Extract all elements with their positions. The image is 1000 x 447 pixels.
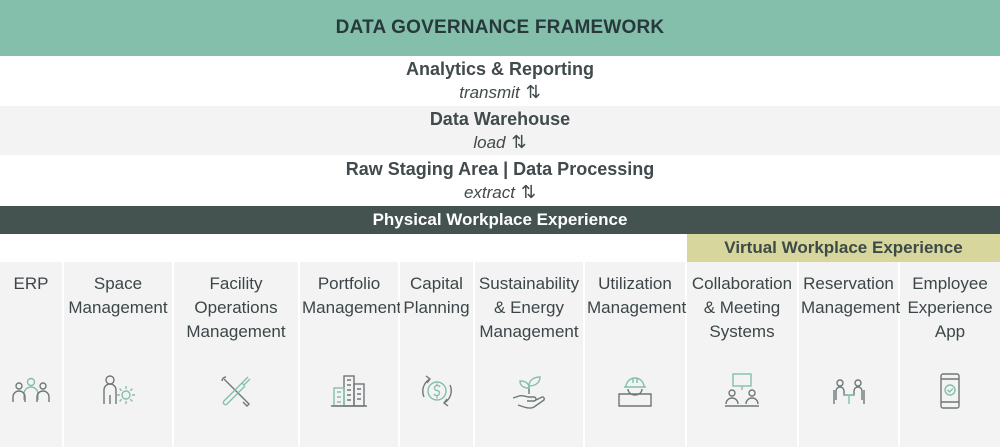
system-label: Utilization Management	[587, 274, 687, 317]
layer-verb: extract ⇅	[464, 181, 536, 204]
up-down-arrows-icon: ⇅	[511, 131, 527, 152]
system-label: Capital Planning	[403, 274, 470, 317]
system-collaboration-meeting: Collaboration & Meeting Systems	[687, 262, 799, 447]
desk-booking-icon	[828, 370, 870, 412]
system-sustainability-energy: Sustainability & Energy Management	[475, 262, 585, 447]
layer-title: Data Warehouse	[429, 108, 571, 129]
layer-title: Raw Staging Area | Data Processing	[345, 159, 655, 179]
virtual-workplace-band: Virtual Workplace Experience	[687, 234, 1000, 262]
wrench-screwdriver-icon	[215, 370, 257, 412]
system-capital-planning: Capital Planning	[400, 262, 475, 447]
physical-workplace-label: Physical Workplace Experience	[372, 210, 628, 229]
up-down-arrows-icon: ⇅	[525, 82, 541, 102]
layer-verb-text: load	[473, 132, 506, 152]
system-label: Employee Experience App	[907, 274, 993, 341]
layer-raw-staging: Raw Staging Area | Data Processing extra…	[0, 156, 1000, 206]
system-reservation-management: Reservation Management	[799, 262, 900, 447]
system-employee-experience-app: Employee Experience App	[900, 262, 1000, 447]
system-portfolio-management: Portfolio Management	[300, 262, 402, 447]
layer-verb: transmit ⇅	[459, 81, 541, 104]
system-erp: ERP	[0, 262, 64, 447]
people-network-icon	[10, 370, 52, 412]
system-label: Facility Operations Management	[186, 274, 286, 341]
system-label: Sustainability & Energy Management	[478, 274, 580, 341]
layer-verb-text: transmit	[459, 83, 520, 102]
system-utilization-management: Utilization Management	[585, 262, 687, 447]
physical-workplace-band: Physical Workplace Experience	[0, 206, 1000, 234]
system-label: Portfolio Management	[302, 274, 402, 317]
system-label: Space Management	[68, 274, 168, 317]
person-gear-icon	[97, 370, 139, 412]
meeting-icon	[721, 370, 763, 412]
system-label: Collaboration & Meeting Systems	[691, 274, 793, 341]
hardhat-desk-icon	[614, 370, 656, 412]
buildings-icon	[328, 370, 370, 412]
framework-title: DATA GOVERNANCE FRAMEWORK	[335, 17, 665, 38]
virtual-workplace-label: Virtual Workplace Experience	[724, 238, 963, 257]
system-label: Reservation Management	[801, 274, 901, 317]
layer-verb-text: extract	[463, 183, 515, 202]
layer-data-warehouse: Data Warehouse load⇅	[0, 106, 1000, 155]
plant-hand-icon	[508, 370, 550, 412]
system-label: ERP	[13, 274, 49, 293]
framework-title-band: DATA GOVERNANCE FRAMEWORK	[0, 0, 1000, 56]
system-facility-operations: Facility Operations Management	[174, 262, 300, 447]
dollar-cycle-icon	[416, 370, 458, 412]
mobile-app-icon	[929, 370, 971, 412]
layer-title: Analytics & Reporting	[405, 59, 595, 79]
system-space-management: Space Management	[64, 262, 174, 447]
layer-analytics-reporting: Analytics & Reporting transmit ⇅	[0, 57, 1000, 105]
up-down-arrows-icon: ⇅	[520, 182, 537, 202]
layer-verb: load⇅	[473, 131, 526, 154]
systems-row: ERP Space Management Facility Operations…	[0, 262, 1000, 447]
